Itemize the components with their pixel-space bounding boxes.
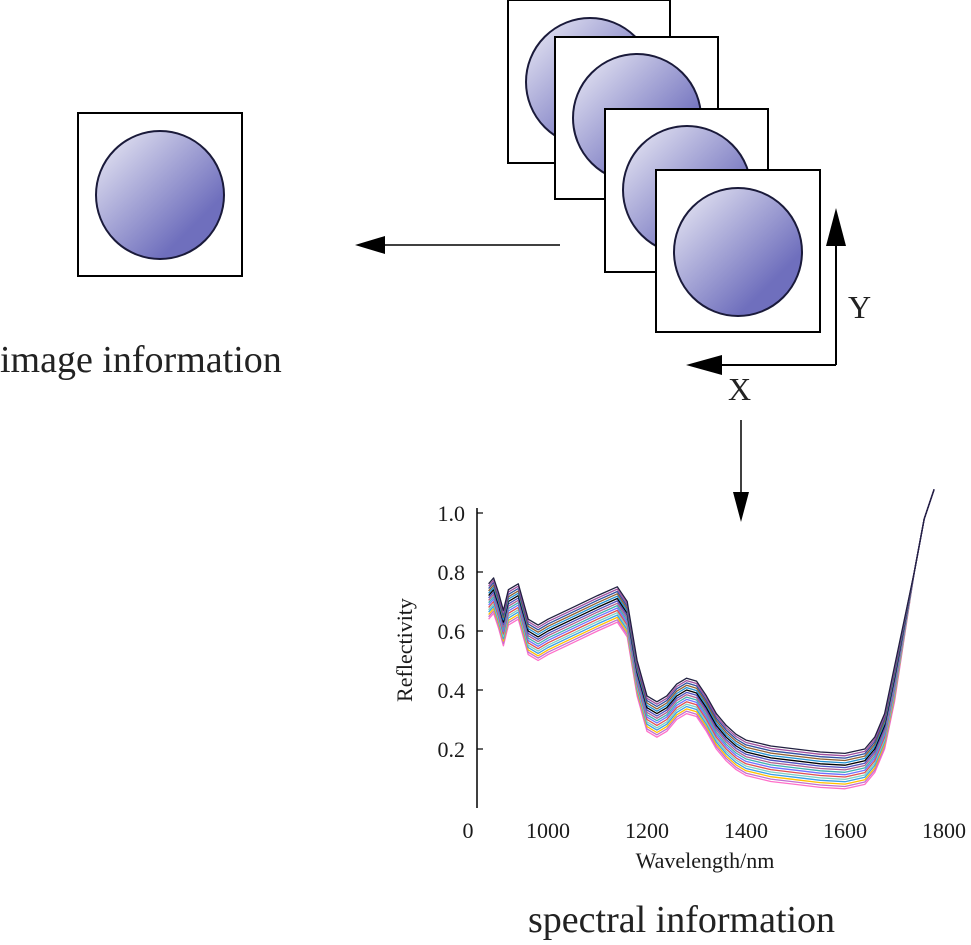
spectral-chart: 1.0 0.8 0.6 0.4 0.2 0 1000 1200 1400 1600 1800 Re… <box>392 489 966 873</box>
single-image-frame <box>77 112 243 277</box>
x-tick-label: 1800 <box>922 818 966 843</box>
y-tick-label: 1.0 <box>438 501 466 526</box>
spectrum-line-3 <box>488 489 935 785</box>
sample-disc <box>95 130 225 260</box>
spectral-information-caption: spectral information <box>528 899 835 941</box>
spectrum-line-7 <box>488 489 935 776</box>
y-tick-label: 0.2 <box>438 737 466 762</box>
hyperspectral-cube-stack <box>507 0 821 333</box>
x-tick-label: 1400 <box>724 818 768 843</box>
spectrum-line-8 <box>488 489 935 773</box>
x-tick-label: 1000 <box>526 818 570 843</box>
image-frame-layer-4 <box>655 169 821 333</box>
x-tick-label: 1200 <box>625 818 669 843</box>
y-tick-label: 0.8 <box>438 560 466 585</box>
y-axis-letter: Y <box>848 289 871 325</box>
spectrum-line-9 <box>488 489 935 771</box>
y-arrow-head <box>826 208 846 246</box>
xy-axes-indicator: Y X <box>686 208 871 407</box>
arrow-to-spectral-information <box>733 420 749 522</box>
spectrum-line-13 <box>488 489 935 762</box>
chart-ylabel: Reflectivity <box>392 598 417 702</box>
spectrum-line-14 <box>488 489 935 759</box>
arrow-to-image-information <box>355 236 560 254</box>
spectrum-line-11 <box>488 489 935 766</box>
spectrum-line-6 <box>488 489 935 778</box>
spectrum-line-1 <box>488 489 935 790</box>
spectrum-line-2 <box>488 489 935 788</box>
x-axis-letter: X <box>728 371 751 407</box>
y-tick-label: 0.4 <box>438 678 466 703</box>
y-tick-label: 0.6 <box>438 619 466 644</box>
x-arrow-head <box>686 355 722 375</box>
spectrum-line-12 <box>488 489 935 764</box>
spectrum-line-16 <box>488 489 935 755</box>
spectrum-line-5 <box>488 489 935 781</box>
x-tick-label: 0 <box>463 818 474 843</box>
image-information-caption: image information <box>0 339 282 381</box>
spectrum-line-4 <box>488 489 935 783</box>
x-tick-label: 1600 <box>823 818 867 843</box>
x-axis-ticks: 0 1000 1200 1400 1600 1800 <box>463 818 967 843</box>
spectrum-line-10 <box>488 489 935 769</box>
chart-xlabel: Wavelength/nm <box>636 848 775 873</box>
y-axis-ticks: 1.0 0.8 0.6 0.4 0.2 <box>438 501 483 762</box>
spectrum-line-15 <box>488 489 935 757</box>
spectral-series <box>488 489 935 790</box>
